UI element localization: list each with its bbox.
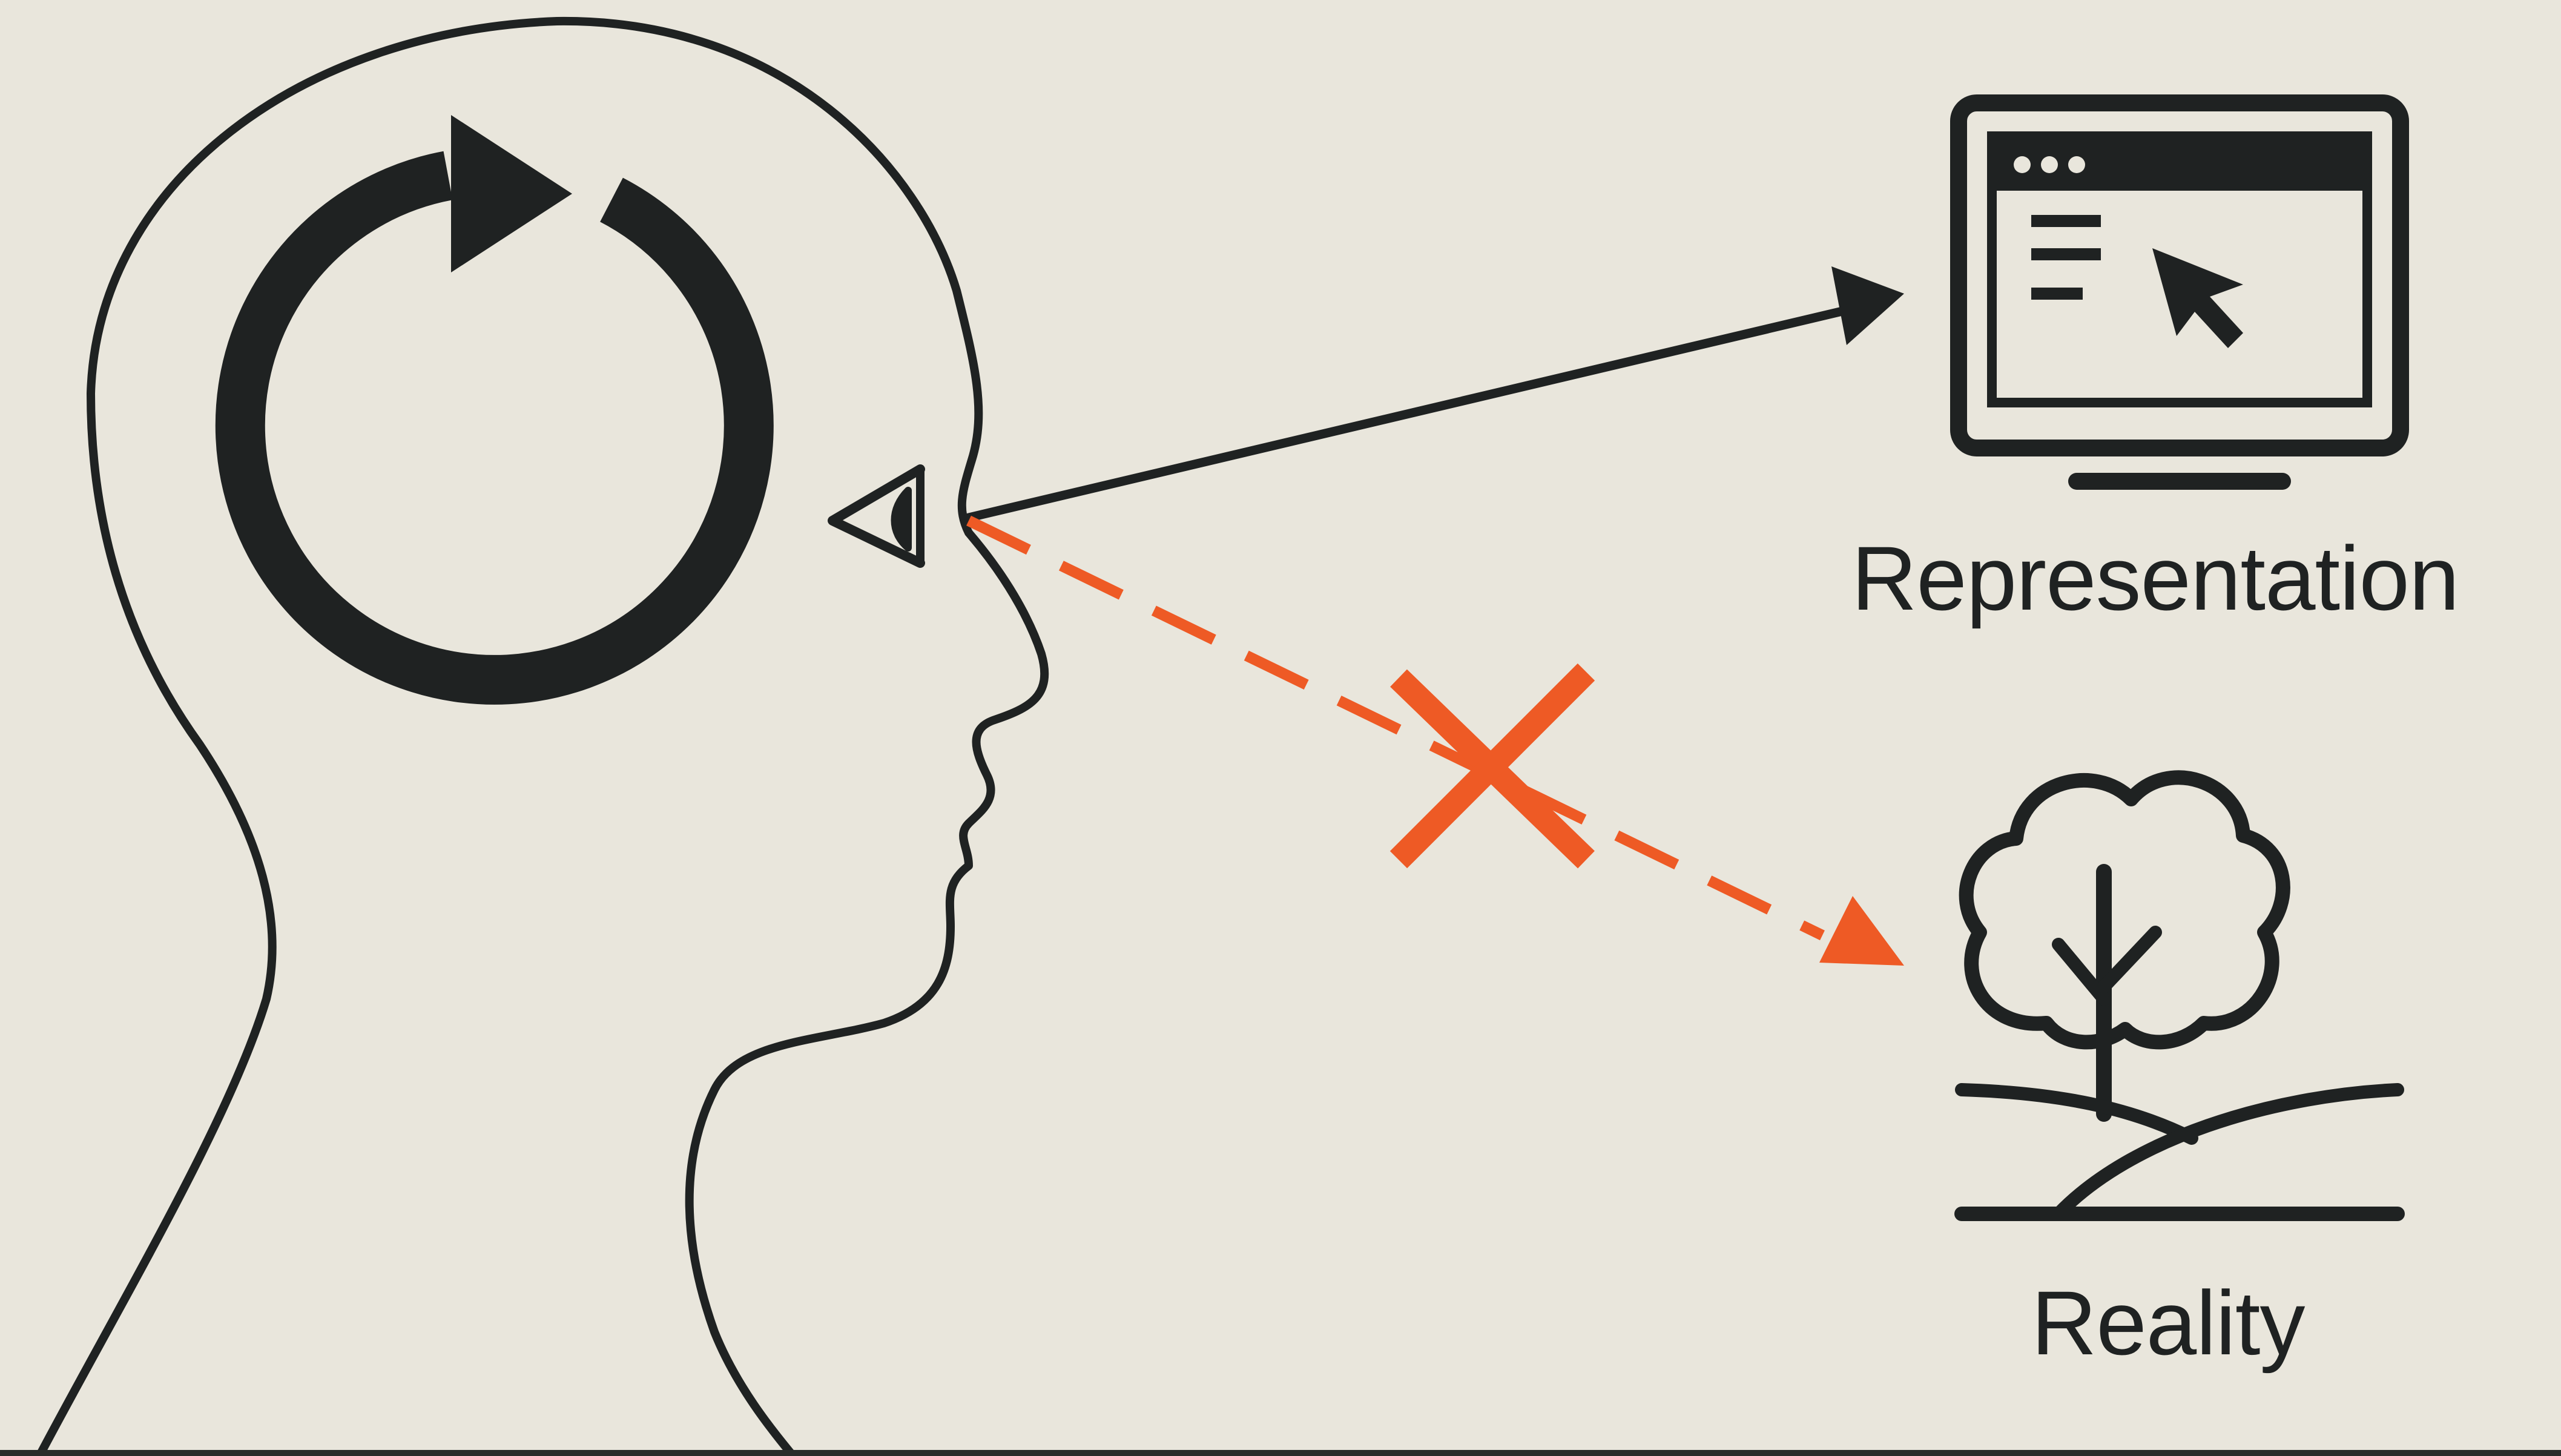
circular-arrow-icon bbox=[240, 115, 749, 680]
representation-label: Representation bbox=[1851, 533, 2459, 624]
tree-icon bbox=[1962, 777, 2398, 1214]
eye-icon bbox=[832, 469, 920, 563]
arrow-to-representation bbox=[969, 266, 1904, 518]
mouse-cursor-icon bbox=[2152, 248, 2243, 348]
x-mark-icon bbox=[1399, 672, 1586, 860]
bottom-divider bbox=[0, 1450, 2561, 1456]
dashed-arrow-to-reality bbox=[969, 521, 1904, 966]
reality-label: Reality bbox=[2031, 1277, 2305, 1368]
head-outline bbox=[39, 21, 1044, 1456]
